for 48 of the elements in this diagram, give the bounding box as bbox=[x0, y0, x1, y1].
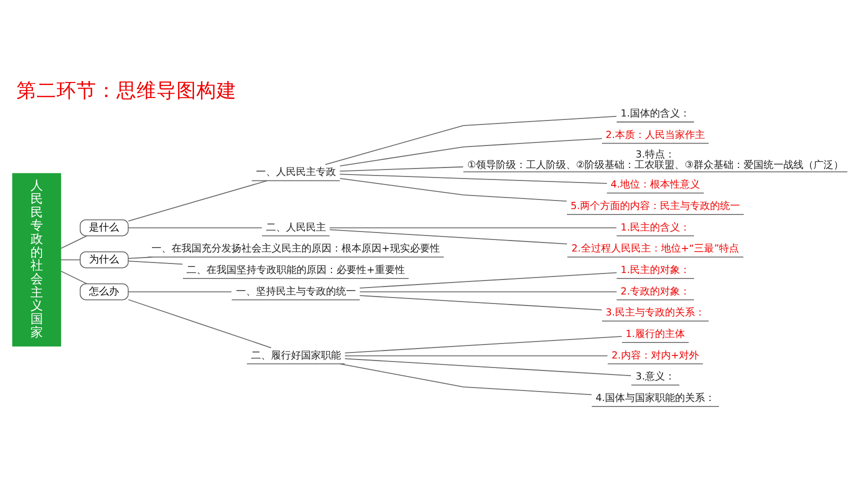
connector bbox=[128, 256, 153, 259]
connector bbox=[128, 291, 232, 292]
connector bbox=[339, 166, 464, 172]
node-box: 人民民专政的社会主义国家 bbox=[12, 173, 62, 346]
connector bbox=[359, 295, 602, 310]
node-text: 一、人民民主专政 bbox=[256, 167, 336, 178]
connector bbox=[339, 363, 592, 396]
connector bbox=[128, 180, 268, 222]
connector bbox=[324, 116, 617, 166]
connector bbox=[60, 235, 88, 249]
node-text: 1.国体的含义： bbox=[620, 108, 690, 120]
node-text: 二、人民民主 bbox=[266, 222, 326, 234]
node-text: 5.两个方面的内容：民主与专政的统一 bbox=[570, 200, 740, 212]
connector bbox=[329, 229, 568, 244]
node-text: 3.特点： ①领导阶级：工人阶级、②阶级基础：工农联盟、③群众基础：爱国统一战线（广泛） bbox=[467, 149, 844, 172]
node-text: 2.全过程人民民主：地位+“三最”特点 bbox=[572, 244, 740, 255]
connector bbox=[128, 260, 184, 265]
connector bbox=[344, 358, 632, 376]
node-text: 二、履行好国家职能 bbox=[250, 350, 341, 362]
connector bbox=[60, 259, 80, 260]
connector bbox=[344, 336, 622, 354]
node-box: 为什么 bbox=[80, 251, 129, 268]
connector bbox=[340, 138, 602, 166]
connector bbox=[359, 291, 618, 292]
connector bbox=[60, 270, 88, 284]
node-text: 一、坚持民主与专政的统一 bbox=[236, 286, 356, 298]
node-text: 二、在我国坚持专政职能的原因：必要性+重要性 bbox=[186, 264, 405, 276]
node-text: 4.国体与国家职能的关系： bbox=[596, 392, 715, 404]
node-text: 1.民主的对象： bbox=[620, 264, 690, 276]
node-text: 2.内容：对内+对外 bbox=[612, 350, 700, 362]
connector bbox=[359, 272, 618, 288]
node-text: 3.意义： bbox=[636, 372, 675, 383]
connector bbox=[128, 227, 262, 228]
connector bbox=[329, 227, 617, 228]
node-box: 是什么 bbox=[80, 219, 129, 236]
connector bbox=[344, 355, 608, 356]
connector bbox=[339, 174, 608, 184]
node-text: 一、在我国充分发扬社会主义民主的原因：根本原因+现实必要性 bbox=[152, 244, 440, 255]
node-text: 3.民主与专政的关系： bbox=[606, 308, 705, 319]
node-box: 怎么办 bbox=[80, 283, 129, 300]
node-text: 2.专政的对象： bbox=[620, 286, 690, 298]
node-text: 1.民主的含义： bbox=[620, 222, 690, 234]
node-text: 1.履行的主体 bbox=[626, 328, 685, 340]
connector bbox=[340, 178, 568, 202]
connector bbox=[128, 299, 272, 348]
node-text: 2.本质：人民当家作主 bbox=[606, 130, 705, 141]
diagram-title: 第二环节：思维导图构建 bbox=[16, 78, 236, 102]
node-text: 4.地位：根本性意义 bbox=[610, 180, 700, 191]
